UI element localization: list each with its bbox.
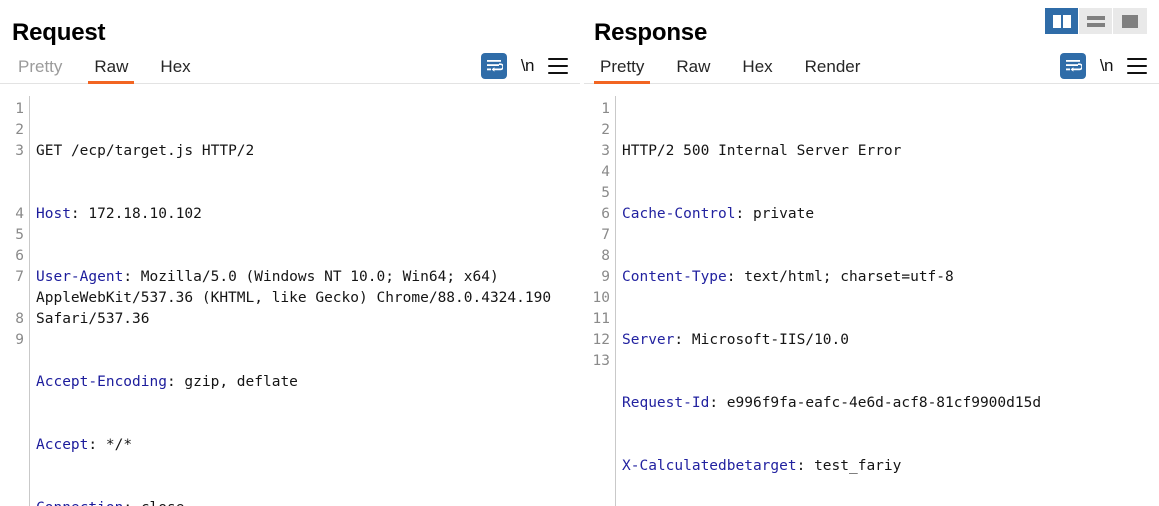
hamburger-menu-icon[interactable] — [1127, 58, 1147, 74]
request-header-user-agent: User-Agent: Mozilla/5.0 (Windows NT 10.0… — [36, 269, 560, 327]
line-number: 12 — [592, 332, 610, 348]
header-value: Mozilla/5.0 (Windows NT 10.0; Win64; x64… — [36, 269, 560, 327]
line-number: 7 — [15, 269, 24, 285]
line-number: 5 — [15, 227, 24, 243]
tab-response-hex[interactable]: Hex — [742, 57, 773, 76]
line-number: 8 — [601, 248, 610, 264]
request-tab-tools: \n — [480, 53, 580, 84]
single-pane-layout-icon — [1122, 14, 1138, 28]
newline-label[interactable]: \n — [1099, 56, 1114, 75]
tab-response-render[interactable]: Render — [804, 57, 861, 76]
request-http-version: HTTP/2 — [201, 143, 255, 159]
request-line-1: GET /ecp/target.js HTTP/2 — [36, 141, 580, 162]
request-header-host: Host: 172.18.10.102 — [36, 206, 202, 222]
request-code[interactable]: GET /ecp/target.js HTTP/2 Host: 172.18.1… — [30, 96, 580, 506]
line-number: 13 — [592, 353, 610, 369]
line-number: 3 — [601, 143, 610, 159]
response-header-cache-control: Cache-Control: private — [622, 206, 815, 222]
line-number: 8 — [15, 311, 24, 327]
line-number: 5 — [601, 185, 610, 201]
side-by-side-layout-icon — [1052, 14, 1071, 28]
response-tab-tools: \n — [1059, 53, 1159, 84]
hamburger-menu-icon[interactable] — [548, 58, 568, 74]
request-header-accept-encoding: Accept-Encoding: gzip, deflate — [36, 374, 298, 390]
request-editor[interactable]: 1 2 3 4 5 6 7 8 9 GET /ecp/target.js HTT… — [0, 96, 580, 506]
header-name: Cache-Control — [622, 206, 736, 222]
line-number: 9 — [15, 332, 24, 348]
line-number: 2 — [601, 122, 610, 138]
layout-toggle-group — [1045, 8, 1147, 34]
newline-label[interactable]: \n — [520, 56, 535, 75]
header-name: Request-Id — [622, 395, 710, 411]
request-path: /ecp/target.js — [70, 143, 194, 159]
response-status-reason: Internal Server Error — [718, 143, 902, 159]
header-value: private — [752, 206, 815, 222]
header-name: Connection — [36, 500, 123, 506]
header-value: close — [141, 500, 185, 506]
response-header-request-id: Request-Id: e996f9fa-eafc-4e6d-acf8-81cf… — [622, 395, 1042, 411]
header-name: Accept-Encoding — [36, 374, 167, 390]
line-number: 9 — [601, 269, 610, 285]
header-name: User-Agent — [36, 269, 124, 285]
line-number: 1 — [15, 101, 24, 117]
header-name: Server — [622, 332, 675, 348]
request-panel-title: Request — [12, 19, 106, 46]
line-number: 11 — [592, 311, 610, 327]
response-http-version: HTTP/2 — [622, 143, 675, 159]
line-number: 6 — [15, 248, 24, 264]
tab-request-pretty[interactable]: Pretty — [18, 57, 63, 76]
line-number — [0, 288, 24, 309]
tab-request-raw[interactable]: Raw — [84, 57, 138, 84]
response-editor[interactable]: 1 2 3 4 5 6 7 8 9 10 11 12 13 HTTP/2 500… — [580, 96, 1159, 506]
request-tabbar: Pretty Raw Hex \n — [0, 48, 580, 84]
response-header-content-type: Content-Type: text/html; charset=utf-8 — [622, 269, 954, 285]
line-number: 1 — [601, 101, 610, 117]
header-name: Host — [36, 206, 71, 222]
tab-response-pretty[interactable]: Pretty — [590, 57, 654, 84]
line-number: 3 — [15, 143, 24, 159]
header-name: X-Calculatedbetarget — [622, 458, 797, 474]
header-value: Microsoft-IIS/10.0 — [691, 332, 849, 348]
request-gutter: 1 2 3 4 5 6 7 8 9 — [0, 96, 30, 506]
word-wrap-icon[interactable] — [1059, 53, 1086, 79]
line-number — [0, 162, 24, 183]
response-tabbar: Pretty Raw Hex Render \n — [580, 48, 1159, 84]
response-header-server: Server: Microsoft-IIS/10.0 — [622, 332, 849, 348]
header-value: */* — [105, 437, 133, 453]
line-number: 7 — [601, 227, 610, 243]
line-number: 4 — [15, 206, 24, 222]
side-by-side-layout-button[interactable] — [1045, 8, 1079, 34]
response-header-x-calculatedbetarget: X-Calculatedbetarget: test_fariy — [622, 458, 902, 474]
tab-response-raw[interactable]: Raw — [676, 57, 711, 76]
header-value: test_fariy — [814, 458, 902, 474]
header-value: gzip, deflate — [184, 374, 298, 390]
line-number: 4 — [601, 164, 610, 180]
header-name: Content-Type — [622, 269, 727, 285]
stacked-layout-icon — [1086, 15, 1105, 27]
header-value: text/html; charset=utf-8 — [744, 269, 954, 285]
line-number — [0, 183, 24, 204]
single-pane-layout-button[interactable] — [1113, 8, 1147, 34]
line-number: 10 — [592, 290, 610, 306]
request-header-accept: Accept: */* — [36, 437, 133, 453]
word-wrap-icon[interactable] — [480, 53, 507, 79]
line-number: 6 — [601, 206, 610, 222]
request-panel: Request Pretty Raw Hex \n — [0, 19, 580, 506]
request-method: GET — [36, 143, 63, 159]
stacked-layout-button[interactable] — [1079, 8, 1113, 34]
response-status-code: 500 — [683, 143, 710, 159]
response-gutter: 1 2 3 4 5 6 7 8 9 10 11 12 13 — [580, 96, 616, 506]
line-number: 2 — [15, 122, 24, 138]
tab-request-hex[interactable]: Hex — [160, 57, 191, 76]
line-number — [580, 372, 610, 393]
header-name: Accept — [36, 437, 89, 453]
request-header-connection: Connection: close — [36, 498, 580, 506]
header-value: e996f9fa-eafc-4e6d-acf8-81cf9900d15d — [726, 395, 1042, 411]
response-panel-title: Response — [594, 19, 708, 46]
response-panel: Response Pretty Raw Hex Render \n — [580, 0, 1159, 506]
response-code[interactable]: HTTP/2 500 Internal Server Error Cache-C… — [616, 96, 1159, 506]
header-value: 172.18.10.102 — [88, 206, 202, 222]
response-status-line: HTTP/2 500 Internal Server Error — [622, 141, 1159, 162]
panel-divider[interactable] — [580, 0, 584, 506]
